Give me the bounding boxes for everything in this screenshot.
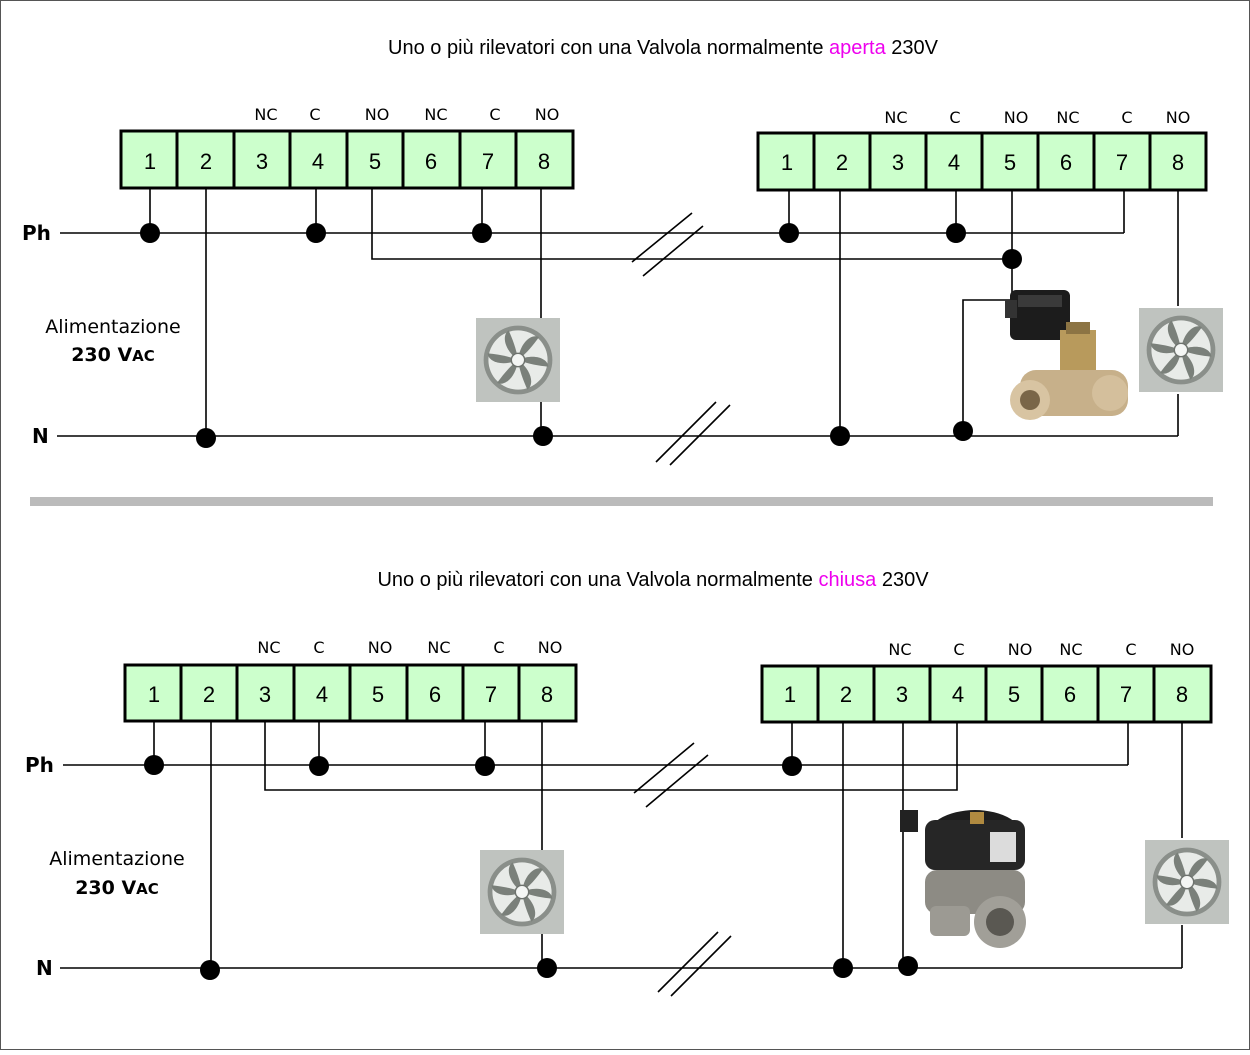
terminal-8: 8 — [1176, 682, 1188, 707]
phase-rail-label: Ph — [22, 221, 51, 245]
terminal-6: 6 — [1064, 682, 1076, 707]
relay-label: NC — [888, 640, 911, 659]
fan-icon — [480, 849, 564, 935]
solenoid-valve-icon — [1005, 290, 1128, 420]
terminal-2: 2 — [840, 682, 852, 707]
detector-terminal-block-right: 1 2 3 4 5 6 7 8 NC C NO NC C NO — [760, 640, 1213, 724]
fan-icon — [476, 317, 560, 403]
relay-label: NC — [1059, 640, 1082, 659]
relay-label: C — [489, 105, 500, 124]
relay-label: NO — [1166, 108, 1191, 127]
terminal-2: 2 — [200, 149, 212, 174]
diagram-normally-open: Uno o più rilevatori con una Valvola nor… — [22, 37, 1223, 466]
relay-label: NC — [254, 105, 277, 124]
relay-label: NC — [257, 638, 280, 657]
terminal-4: 4 — [948, 150, 960, 175]
relay-label: NO — [365, 105, 390, 124]
relay-label: NO — [368, 638, 393, 657]
relay-label: NC — [424, 105, 447, 124]
terminal-1: 1 — [148, 682, 160, 707]
relay-label: C — [313, 638, 324, 657]
terminal-3: 3 — [259, 682, 271, 707]
terminal-5: 5 — [1004, 150, 1016, 175]
fan-icon — [1139, 307, 1223, 393]
junctions — [144, 755, 918, 980]
relay-label: C — [1121, 108, 1132, 127]
terminal-6: 6 — [1060, 150, 1072, 175]
terminal-3: 3 — [896, 682, 908, 707]
relay-label: C — [493, 638, 504, 657]
relay-label: C — [309, 105, 320, 124]
detector-terminal-block-right: 1 2 3 4 5 6 7 8 NC C NO NC C NO — [756, 108, 1208, 192]
relay-label: NO — [535, 105, 560, 124]
relay-label: NC — [1056, 108, 1079, 127]
terminal-7: 7 — [1116, 150, 1128, 175]
terminal-2: 2 — [203, 682, 215, 707]
terminal-3: 3 — [256, 149, 268, 174]
diagram-normally-closed: Uno o più rilevatori con una Valvola nor… — [25, 569, 1229, 997]
terminal-7: 7 — [1120, 682, 1132, 707]
terminal-2: 2 — [836, 150, 848, 175]
terminal-6: 6 — [429, 682, 441, 707]
terminal-5: 5 — [369, 149, 381, 174]
junctions — [140, 223, 1022, 448]
detector-terminal-block-left: 1 2 3 4 5 6 7 8 NC C NO NC C NO — [119, 105, 575, 190]
terminal-4: 4 — [316, 682, 328, 707]
relay-label: NO — [538, 638, 563, 657]
terminal-7: 7 — [482, 149, 494, 174]
terminal-1: 1 — [781, 150, 793, 175]
relay-label: C — [953, 640, 964, 659]
terminal-1: 1 — [144, 149, 156, 174]
terminal-5: 5 — [372, 682, 384, 707]
wiring — [60, 721, 1183, 997]
section-divider — [30, 497, 1213, 506]
terminal-8: 8 — [1172, 150, 1184, 175]
terminal-6: 6 — [425, 149, 437, 174]
relay-label: NC — [427, 638, 450, 657]
terminal-8: 8 — [541, 682, 553, 707]
wiring — [57, 188, 1179, 466]
supply-label: Alimentazione — [49, 848, 185, 870]
relay-label: NO — [1170, 640, 1195, 659]
terminal-4: 4 — [952, 682, 964, 707]
solenoid-valve-icon — [900, 810, 1026, 948]
detector-terminal-block-left: 1 2 3 4 5 6 7 8 NC C NO NC C NO — [123, 638, 578, 723]
diagram-title: Uno o più rilevatori con una Valvola nor… — [377, 569, 929, 591]
relay-label: NO — [1008, 640, 1033, 659]
neutral-rail-label: N — [36, 956, 53, 980]
relay-label: NC — [884, 108, 907, 127]
neutral-rail-label: N — [32, 424, 49, 448]
terminal-8: 8 — [538, 149, 550, 174]
supply-label: Alimentazione — [45, 316, 181, 338]
terminal-7: 7 — [485, 682, 497, 707]
supply-voltage: 230 VAC — [75, 877, 159, 899]
terminal-4: 4 — [312, 149, 324, 174]
relay-label: C — [949, 108, 960, 127]
terminal-1: 1 — [784, 682, 796, 707]
phase-rail-label: Ph — [25, 753, 54, 777]
relay-label: C — [1125, 640, 1136, 659]
diagram-title: Uno o più rilevatori con una Valvola nor… — [388, 37, 939, 59]
supply-voltage: 230 VAC — [71, 344, 155, 366]
fan-icon — [1145, 839, 1229, 925]
relay-label: NO — [1004, 108, 1029, 127]
terminal-5: 5 — [1008, 682, 1020, 707]
terminal-3: 3 — [892, 150, 904, 175]
